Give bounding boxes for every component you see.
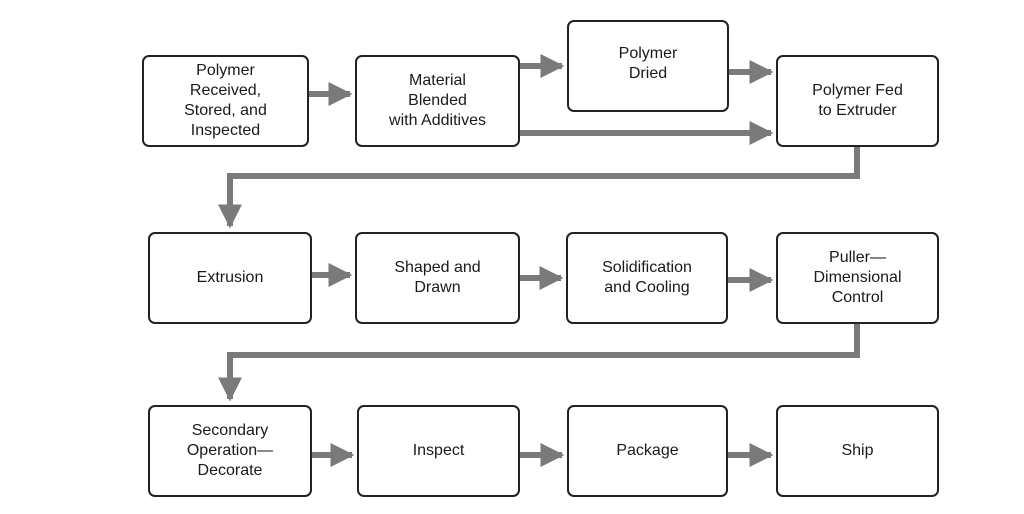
node-label: Polymer Fed to Extruder — [812, 82, 903, 119]
arrow-fed-to-extrusion — [218, 147, 860, 229]
node-polymer-dried: Polymer Dried — [567, 20, 729, 112]
node-label: Ship — [841, 442, 874, 459]
arrow-puller-to-secondary — [218, 324, 860, 402]
node-label: Extrusion — [196, 269, 264, 286]
node-puller: Puller— Dimensional Control — [776, 232, 939, 324]
node-label: Material Blended with Additives — [389, 72, 486, 129]
node-package: Package — [567, 405, 728, 497]
node-label: Secondary Operation— Decorate — [186, 422, 274, 479]
node-secondary-operation: Secondary Operation— Decorate — [148, 405, 312, 497]
node-solidification: Solidification and Cooling — [566, 232, 728, 324]
node-label: Package — [616, 442, 679, 459]
node-inspect: Inspect — [357, 405, 520, 497]
node-label: Polymer Received, Stored, and Inspected — [184, 62, 267, 139]
node-label: Shaped and Drawn — [394, 259, 481, 296]
node-label: Solidification and Cooling — [602, 259, 692, 296]
node-label: Inspect — [412, 442, 465, 459]
node-ship: Ship — [776, 405, 939, 497]
node-polymer-received: Polymer Received, Stored, and Inspected — [142, 55, 309, 147]
node-label: Polymer Dried — [618, 45, 678, 82]
node-extrusion: Extrusion — [148, 232, 312, 324]
node-polymer-fed: Polymer Fed to Extruder — [776, 55, 939, 147]
node-label: Puller— Dimensional Control — [813, 249, 902, 306]
node-shaped-drawn: Shaped and Drawn — [355, 232, 520, 324]
node-material-blended: Material Blended with Additives — [355, 55, 520, 147]
